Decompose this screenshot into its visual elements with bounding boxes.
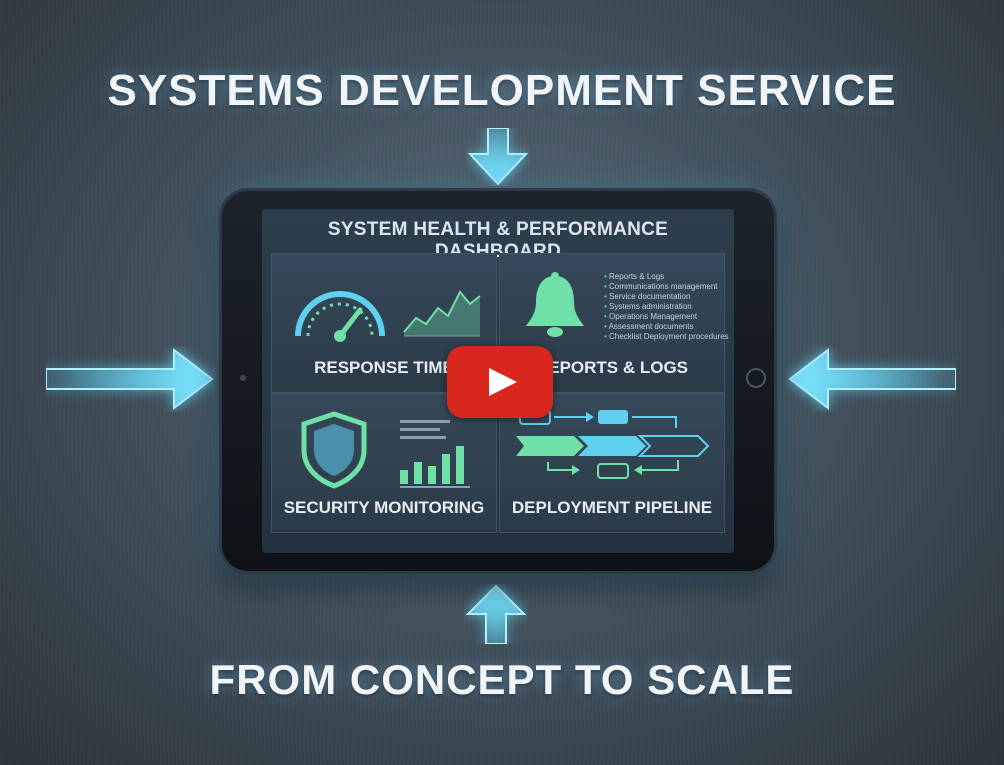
- bar-chart-icon: [400, 420, 470, 488]
- arrow-up-icon: [464, 584, 528, 644]
- gauge-icon: [295, 291, 385, 342]
- play-icon: [489, 368, 517, 396]
- list-item: Operations Management: [604, 312, 729, 322]
- panel-label-response-time: RESPONSE TIME: [314, 358, 454, 377]
- camera-dot: [240, 375, 246, 381]
- shield-icon: [301, 411, 367, 489]
- headline-tagline: FROM CONCEPT TO SCALE: [209, 656, 795, 703]
- list-item: Assessment documents: [604, 322, 729, 332]
- headline-title: SYSTEMS DEVELOPMENT SERVICE: [107, 66, 897, 115]
- panel-label-security-monitoring: SECURITY MONITORING: [283, 498, 485, 517]
- flow-diagram-icon: [516, 409, 710, 479]
- bell-icon: [526, 272, 584, 337]
- arrow-right-icon: [46, 346, 216, 412]
- list-item: Checklist Deployment procedures: [604, 332, 729, 342]
- list-item: Reports & Logs: [604, 272, 729, 282]
- list-item: Service documentation: [604, 292, 729, 302]
- arrow-left-icon: [786, 346, 956, 412]
- arrow-down-icon: [466, 128, 530, 186]
- reports-list: Reports & Logs Communications management…: [604, 272, 729, 342]
- list-item: Systems administration: [604, 302, 729, 312]
- panel-label-deployment-pipeline: DEPLOYMENT PIPELINE: [511, 498, 713, 517]
- video-play-button[interactable]: [447, 346, 553, 418]
- line-chart-icon: [403, 290, 481, 337]
- dashboard-screen: SYSTEM HEALTH & PERFORMANCE DASHBOARD RE…: [262, 209, 734, 553]
- home-button[interactable]: [746, 368, 766, 388]
- panel-label-reports-logs: REPORTS & LOGS: [535, 358, 689, 377]
- list-item: Communications management: [604, 282, 729, 292]
